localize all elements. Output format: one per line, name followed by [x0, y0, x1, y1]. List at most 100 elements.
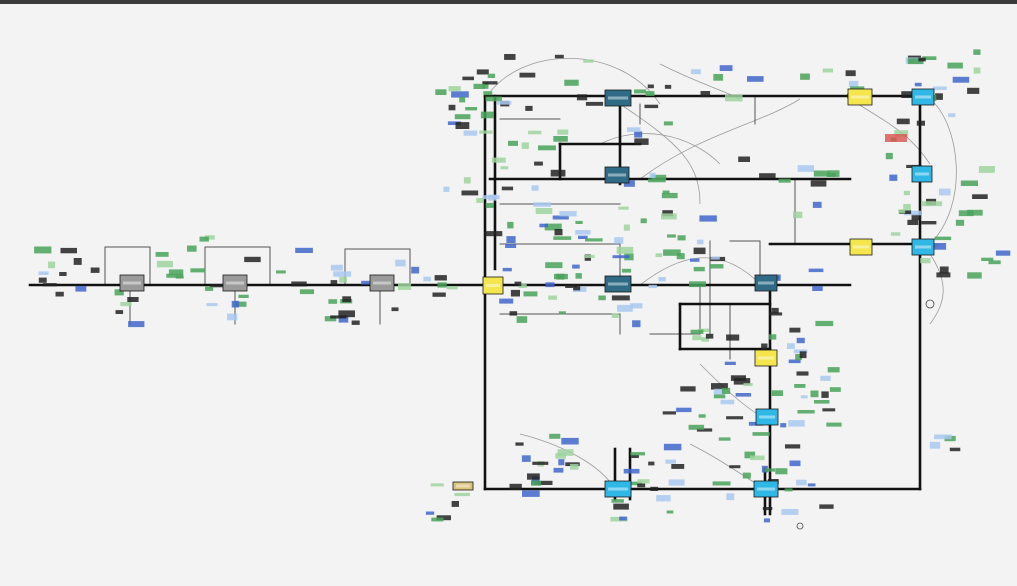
equipment-tag[interactable]	[538, 145, 556, 151]
equipment-tag[interactable]	[632, 320, 641, 328]
equipment-tag[interactable]	[166, 273, 184, 278]
substation-node-dark-teal[interactable]	[604, 166, 630, 184]
substation-node-gray[interactable]	[222, 274, 248, 292]
equipment-tag[interactable]	[648, 461, 655, 466]
equipment-tag[interactable]	[819, 504, 834, 509]
equipment-tag[interactable]	[509, 483, 522, 490]
equipment-tag[interactable]	[514, 281, 522, 287]
equipment-tag[interactable]	[451, 91, 469, 98]
equipment-tag[interactable]	[276, 270, 286, 274]
equipment-tag[interactable]	[508, 140, 518, 146]
equipment-tag[interactable]	[901, 91, 918, 98]
equipment-tag[interactable]	[55, 291, 64, 297]
equipment-tag[interactable]	[533, 202, 552, 207]
equipment-tag[interactable]	[981, 257, 994, 261]
equipment-tag[interactable]	[651, 174, 667, 180]
equipment-tag[interactable]	[548, 295, 557, 300]
equipment-tag[interactable]	[558, 311, 566, 315]
equipment-tag[interactable]	[795, 354, 802, 361]
equipment-tag[interactable]	[627, 481, 643, 486]
equipment-tag[interactable]	[718, 437, 731, 441]
equipment-tag[interactable]	[446, 286, 458, 290]
equipment-tag[interactable]	[60, 247, 78, 254]
equipment-tag[interactable]	[934, 434, 952, 440]
equipment-tag[interactable]	[815, 320, 834, 327]
equipment-tag[interactable]	[480, 111, 494, 119]
equipment-tag[interactable]	[431, 517, 444, 522]
equipment-tag[interactable]	[528, 130, 542, 135]
equipment-tag[interactable]	[822, 68, 833, 73]
equipment-tag[interactable]	[929, 441, 941, 449]
equipment-tag[interactable]	[398, 283, 412, 290]
equipment-tag[interactable]	[788, 420, 805, 427]
equipment-tag[interactable]	[789, 327, 801, 333]
equipment-tag[interactable]	[820, 375, 831, 381]
equipment-tag[interactable]	[903, 190, 910, 196]
equipment-tag[interactable]	[934, 236, 952, 241]
equipment-tag[interactable]	[447, 121, 461, 125]
equipment-tag[interactable]	[534, 480, 553, 485]
equipment-tag[interactable]	[553, 467, 564, 473]
equipment-tag[interactable]	[645, 91, 655, 96]
equipment-tag[interactable]	[328, 299, 338, 304]
equipment-tag[interactable]	[585, 101, 604, 106]
equipment-tag[interactable]	[667, 234, 676, 238]
equipment-tag[interactable]	[896, 118, 910, 125]
equipment-tag[interactable]	[462, 76, 474, 81]
equipment-tag[interactable]	[545, 282, 555, 288]
equipment-tag[interactable]	[502, 267, 512, 272]
equipment-tag[interactable]	[491, 157, 506, 163]
equipment-tag[interactable]	[522, 490, 540, 497]
equipment-tag[interactable]	[916, 120, 925, 126]
equipment-tag[interactable]	[771, 390, 784, 396]
equipment-tag[interactable]	[619, 516, 627, 521]
equipment-tag[interactable]	[437, 282, 447, 288]
equipment-tag[interactable]	[637, 483, 646, 488]
equipment-tag[interactable]	[42, 283, 57, 287]
equipment-tag[interactable]	[648, 284, 657, 289]
equipment-tag[interactable]	[658, 277, 666, 282]
equipment-tag[interactable]	[34, 246, 52, 254]
substation-node-yellow[interactable]	[754, 349, 778, 367]
equipment-tag[interactable]	[485, 202, 494, 208]
equipment-tag[interactable]	[38, 277, 47, 283]
equipment-tag[interactable]	[742, 472, 751, 479]
equipment-tag[interactable]	[504, 54, 516, 60]
substation-node-cyan[interactable]	[604, 480, 632, 498]
equipment-tag[interactable]	[656, 495, 671, 502]
equipment-tag[interactable]	[618, 206, 629, 210]
equipment-tag[interactable]	[505, 243, 517, 248]
equipment-tag[interactable]	[655, 253, 663, 258]
equipment-tag[interactable]	[209, 284, 224, 288]
equipment-tag[interactable]	[499, 298, 514, 304]
equipment-tag[interactable]	[761, 343, 768, 350]
equipment-tag[interactable]	[705, 333, 714, 339]
equipment-tag[interactable]	[436, 515, 451, 521]
equipment-tag[interactable]	[338, 316, 349, 323]
equipment-tag[interactable]	[665, 459, 676, 464]
equipment-tag[interactable]	[814, 400, 830, 404]
equipment-tag[interactable]	[463, 130, 478, 136]
equipment-tag[interactable]	[827, 367, 840, 373]
equipment-tag[interactable]	[434, 275, 447, 281]
equipment-tag[interactable]	[763, 518, 770, 523]
equipment-tag[interactable]	[724, 361, 736, 365]
equipment-tag[interactable]	[649, 172, 656, 178]
equipment-tag[interactable]	[948, 113, 956, 118]
equipment-tag[interactable]	[613, 503, 629, 510]
equipment-tag[interactable]	[575, 230, 591, 235]
equipment-tag[interactable]	[677, 235, 686, 241]
equipment-tag[interactable]	[693, 247, 706, 255]
equipment-tag[interactable]	[807, 483, 816, 487]
equipment-tag[interactable]	[743, 383, 753, 387]
equipment-tag[interactable]	[793, 211, 803, 219]
equipment-tag[interactable]	[688, 424, 705, 430]
equipment-tag[interactable]	[967, 209, 983, 216]
equipment-tag[interactable]	[713, 388, 725, 395]
equipment-tag[interactable]	[291, 281, 307, 287]
equipment-tag[interactable]	[572, 264, 580, 269]
equipment-tag[interactable]	[775, 468, 788, 475]
equipment-tag[interactable]	[561, 437, 579, 445]
equipment-tag[interactable]	[476, 198, 484, 203]
equipment-tag[interactable]	[631, 454, 639, 458]
